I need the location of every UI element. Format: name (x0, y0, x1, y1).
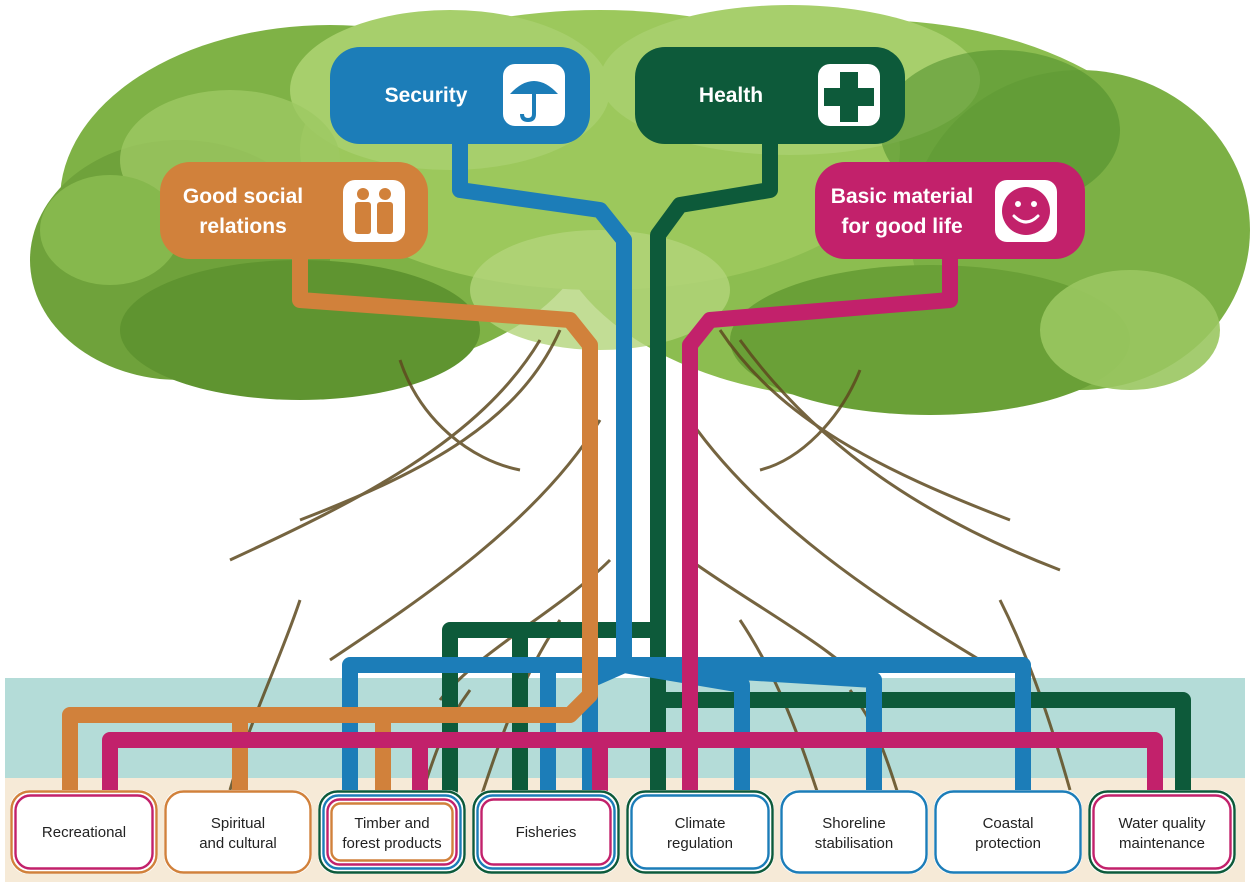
people-icon (343, 180, 405, 242)
umbrella-icon (503, 64, 565, 126)
service-label-spiritual-line2: and cultural (199, 835, 277, 852)
service-label-water-quality-line2: maintenance (1119, 835, 1205, 852)
service-label-spiritual-line1: Spiritual (211, 815, 265, 832)
service-box-fisheries: Fisheries (472, 790, 620, 874)
social-connector (62, 232, 598, 798)
security-label: Security (385, 84, 468, 107)
material-label-line1: Basic material (831, 185, 973, 208)
material-node: Basic material for good life (815, 162, 1085, 259)
material-connector (102, 232, 1163, 798)
health-node: Health (635, 47, 905, 144)
service-label-shoreline-line2: stabilisation (815, 835, 893, 852)
service-label-coastal-line1: Coastal (983, 815, 1034, 832)
service-label-climate-line1: Climate (675, 815, 726, 832)
social-node: Good social relations (160, 162, 428, 259)
service-box-shoreline: Shoreline stabilisation (780, 790, 928, 874)
social-label-line1: Good social (183, 185, 303, 208)
tree-roots (228, 329, 1072, 801)
service-label-timber-line1: Timber and (354, 815, 429, 832)
service-label-fisheries-line1: Fisheries (516, 824, 577, 841)
health-connector (442, 92, 1191, 798)
service-boxes: Recreational Spiritual and cultural Timber … (10, 790, 1236, 874)
material-label-line2: for good life (841, 215, 962, 238)
service-box-climate: Climate regulation (626, 790, 774, 874)
security-connector (342, 92, 1031, 798)
service-box-spiritual: Spiritual and cultural (164, 790, 312, 874)
service-label-coastal-line2: protection (975, 835, 1041, 852)
service-label-shoreline-line1: Shoreline (822, 815, 885, 832)
social-label-line2: relations (199, 215, 287, 238)
service-label-timber-line2: forest products (342, 835, 441, 852)
service-label-recreational-line1: Recreational (42, 824, 126, 841)
service-box-water-quality: Water quality maintenance (1088, 790, 1236, 874)
service-label-water-quality-line1: Water quality (1119, 815, 1206, 832)
smiley-icon (995, 180, 1057, 242)
service-label-climate-line2: regulation (667, 835, 733, 852)
health-label: Health (699, 84, 763, 107)
security-node: Security (330, 47, 590, 144)
medical-cross-icon (818, 64, 880, 126)
service-box-recreational: Recreational (10, 790, 158, 874)
service-box-timber: Timber and forest products (318, 790, 466, 874)
service-box-coastal: Coastal protection (934, 790, 1082, 874)
